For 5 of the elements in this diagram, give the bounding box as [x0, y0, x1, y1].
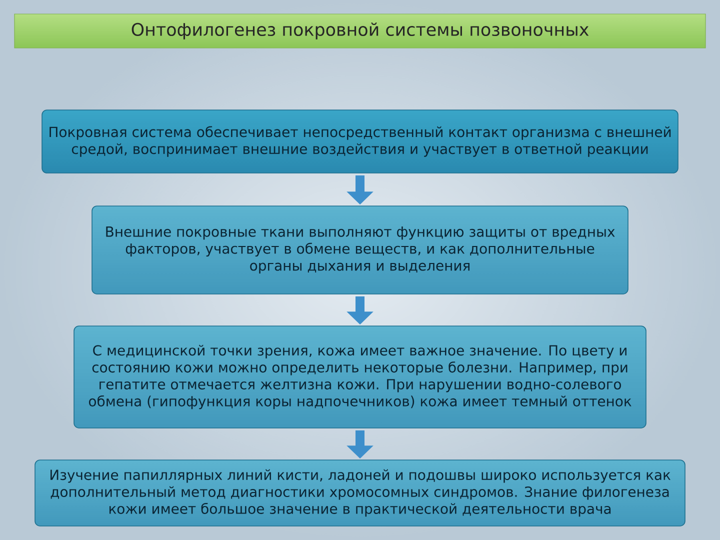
- title-bar: Онтофилогенез покровной системы позвоночных: [14, 14, 706, 48]
- text-box: Изучение папиллярных линий кисти, ладоней и подошвы широко используется как дополнительный метод диагностики хромосомных синдромов. Знание филогенеза кожи имеет большое значение в практической деятельности врача: [34, 460, 686, 526]
- text-box: С медицинской точки зрения, кожа имеет важное значение. По цвету и состоянию кожи можно определить некоторые болезни. Например, при гепатите отмечается желтизна кожи. При нарушении водно-солевого обмена (гипофункция коры надпочечников) кожа имеет темный оттенок: [74, 326, 646, 428]
- text-box: Внешние покровные ткани выполняют функцию защиты от вредных факторов, участвует в обмене веществ, и как дополнительные органы дыхания и выделения: [92, 206, 628, 294]
- text-box: Покровная система обеспечивает непосредственный контакт организма с внешней средой, воспринимает внешние воздействия и участвует в ответной реакции: [42, 110, 678, 174]
